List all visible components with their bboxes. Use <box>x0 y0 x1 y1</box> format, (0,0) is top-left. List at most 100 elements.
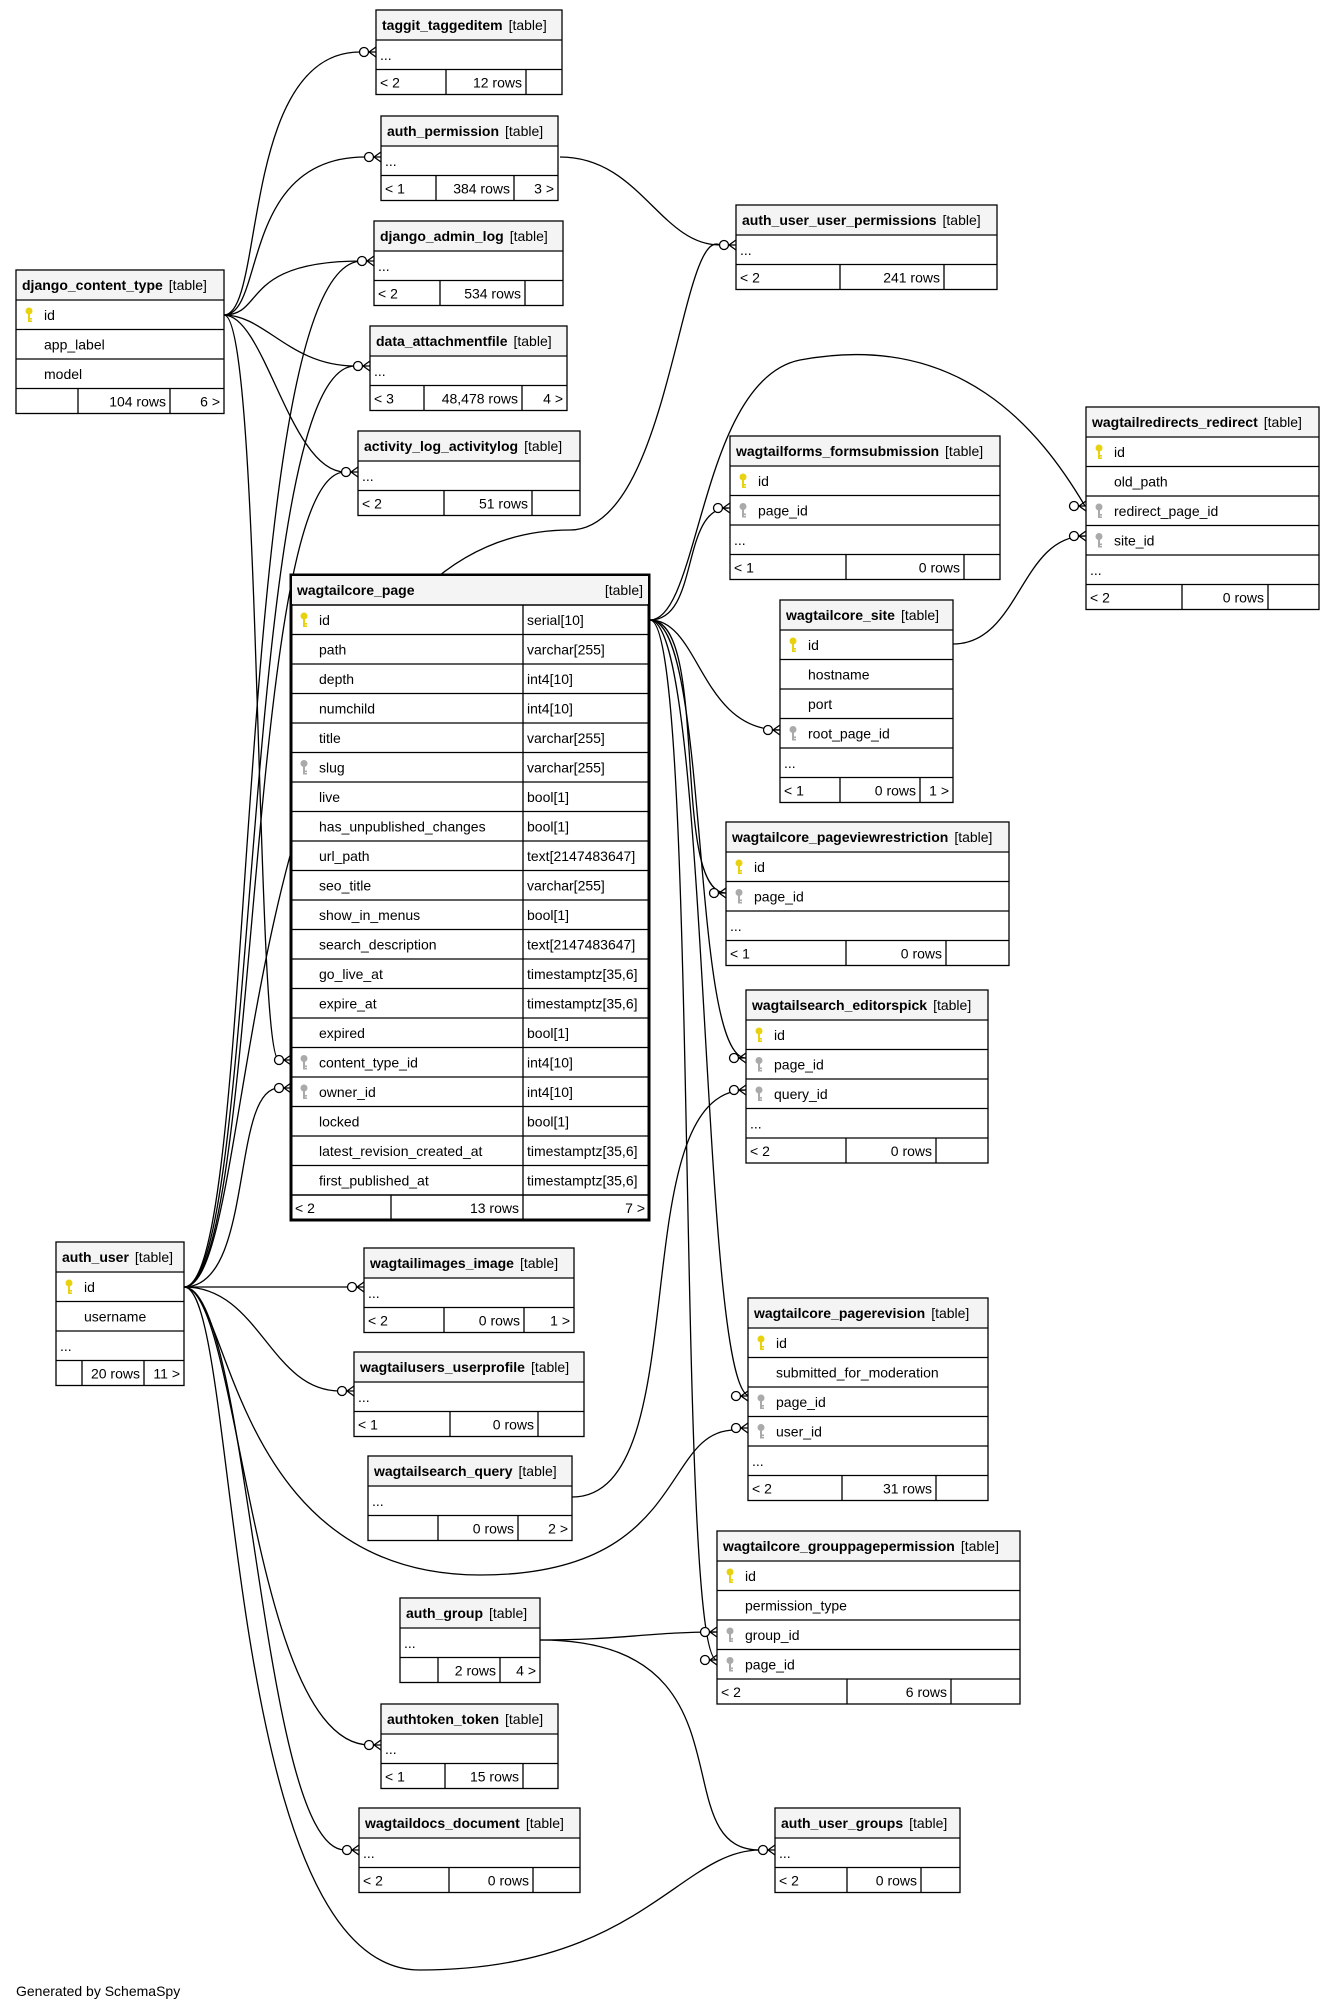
parents-count[interactable]: < 2 <box>740 270 760 286</box>
more-columns-row[interactable]: ... <box>368 1285 380 1301</box>
more-columns-row[interactable]: ... <box>780 747 953 771</box>
column-row[interactable]: user_id <box>748 1415 988 1440</box>
column-row[interactable]: site_id <box>1086 524 1319 549</box>
column-row[interactable]: id <box>757 1335 787 1351</box>
column-row[interactable]: id <box>25 307 55 323</box>
table-django-content-type[interactable]: [table]django_content_typeidapp_labelmod… <box>15 269 225 415</box>
column-row[interactable]: page_id <box>717 1648 1020 1673</box>
more-columns-row[interactable]: ... <box>740 242 752 258</box>
table-wagtailcore-grouppagepermission[interactable]: [table]wagtailcore_grouppagepermissionid… <box>716 1530 1021 1705</box>
column-row[interactable]: id <box>755 1027 785 1043</box>
parents-count[interactable]: < 1 <box>358 1417 378 1433</box>
more-columns-row[interactable]: ... <box>56 1330 184 1354</box>
column-row[interactable]: hostname <box>780 658 953 683</box>
more-columns-row[interactable]: ... <box>362 468 374 484</box>
parents-count[interactable]: < 1 <box>385 181 405 197</box>
children-count[interactable]: 6 > <box>200 394 220 410</box>
column-row[interactable]: page_id <box>746 1048 988 1073</box>
parents-count[interactable]: < 1 <box>784 783 804 799</box>
more-columns-row[interactable]: ... <box>726 910 1009 934</box>
column-row[interactable]: submitted_for_moderation <box>748 1356 988 1381</box>
more-columns-row[interactable]: ... <box>385 1741 397 1757</box>
children-count[interactable]: 4 > <box>516 1663 536 1679</box>
table-wagtailcore-pageviewrestriction[interactable]: [table]wagtailcore_pageviewrestrictionid… <box>725 821 1010 967</box>
column-row[interactable]: id <box>65 1279 95 1295</box>
parents-count[interactable]: < 2 <box>368 1313 388 1329</box>
column-row[interactable]: id <box>735 859 765 875</box>
more-columns-row[interactable]: ... <box>1086 554 1319 578</box>
more-columns-row[interactable]: ... <box>372 1493 384 1509</box>
children-count[interactable]: 1 > <box>550 1313 570 1329</box>
more-columns-row[interactable]: ... <box>385 153 397 169</box>
column-row[interactable]: page_id <box>748 1386 988 1410</box>
column-row[interactable]: old_path <box>1086 465 1319 490</box>
parents-count[interactable]: < 2 <box>363 1873 383 1889</box>
more-columns-row[interactable]: ... <box>748 1445 988 1469</box>
column-row[interactable]: port <box>780 688 953 712</box>
column-row[interactable]: permission_type <box>717 1589 1020 1614</box>
parents-count[interactable]: < 1 <box>385 1769 405 1785</box>
column-row[interactable]: username <box>56 1300 184 1325</box>
children-count[interactable]: 11 > <box>153 1366 180 1382</box>
table-wagtailcore-site[interactable]: [table]wagtailcore_siteidhostnameportroo… <box>779 599 954 804</box>
parents-count[interactable]: < 2 <box>1090 590 1110 606</box>
column-row[interactable]: redirect_page_id <box>1086 495 1319 519</box>
column-row[interactable]: model <box>16 358 224 382</box>
more-columns-row[interactable]: ... <box>779 1845 791 1861</box>
table-wagtailforms-formsubmission[interactable]: [table]wagtailforms_formsubmissionidpage… <box>729 435 1001 581</box>
column-row[interactable]: id <box>726 1568 756 1584</box>
more-columns-row[interactable]: ... <box>730 524 1000 548</box>
column-row[interactable]: root_page_id <box>780 717 953 742</box>
parents-count[interactable]: < 2 <box>721 1684 741 1700</box>
children-count[interactable]: 2 > <box>548 1521 568 1537</box>
column-row[interactable]: id <box>739 473 769 489</box>
parents-count[interactable]: < 2 <box>362 496 382 512</box>
parents-count[interactable]: < 2 <box>750 1143 770 1159</box>
column-row[interactable]: query_id <box>746 1078 988 1102</box>
parents-count[interactable]: < 2 <box>779 1873 799 1889</box>
children-count[interactable]: 3 > <box>534 181 554 197</box>
table-wagtailsearch-editorspick[interactable]: [table]wagtailsearch_editorspickidpage_i… <box>745 989 989 1164</box>
column-row[interactable]: page_id <box>726 880 1009 905</box>
more-columns-row[interactable]: ... <box>746 1107 988 1132</box>
parents-count[interactable]: < 2 <box>752 1481 772 1497</box>
children-count[interactable]: 4 > <box>543 391 563 407</box>
more-columns-row[interactable]: ... <box>380 47 392 63</box>
more-columns-row[interactable]: ... <box>404 1635 416 1651</box>
more-columns-row[interactable]: ... <box>374 363 386 379</box>
children-count[interactable]: 7 > <box>625 1200 645 1216</box>
column-row[interactable]: group_id <box>717 1619 1020 1643</box>
parents-count[interactable]: < 1 <box>734 560 754 576</box>
